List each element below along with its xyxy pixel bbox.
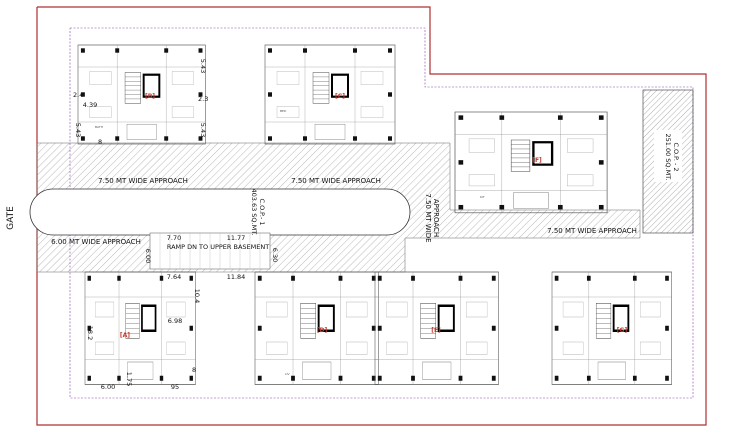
dim-b-439: 4.39 (83, 101, 97, 109)
central-island (29, 188, 411, 236)
setback-line (69, 27, 694, 399)
block-label-e: [E] (431, 327, 441, 334)
dim-b-543: 5.43 (74, 123, 82, 137)
dim-a-104: 10.4 (193, 289, 201, 303)
block-f (453, 110, 609, 214)
dim-a-600: 6.00 (101, 383, 115, 391)
dim-ramp-1184: 11.84 (227, 273, 246, 281)
approach-label-vertical-1: 7.50 MT WIDE (424, 193, 432, 242)
block-label-c: [C] (335, 93, 345, 100)
dim-a-8: 8 (192, 366, 196, 374)
ramp-steps (159, 233, 261, 269)
dim-a-95: 95 (171, 383, 179, 391)
site-boundary (36, 6, 707, 426)
cop-2-area: 251.00 SQ.MT. (664, 134, 672, 181)
block-label-d: [D] (317, 327, 328, 334)
block-b (76, 43, 207, 146)
approach-label-top-mid: 7.50 MT WIDE APPROACH (291, 177, 381, 185)
dim-a-175: 1.75 (125, 372, 133, 386)
cop-2-label-box (654, 130, 682, 182)
cop-1-title: C.O.P.- 1 (258, 198, 266, 225)
cop-1-area: 403.63 SQ.MT. (250, 189, 258, 236)
room-label: BED (280, 109, 287, 113)
dim-ramp-770: 7.70 (167, 234, 181, 242)
approach-label-vertical-2: APPROACH (432, 199, 440, 237)
dim-b-543: 5.43 (199, 59, 207, 73)
block-a (83, 270, 197, 386)
dim-ramp-600: 6.00 (144, 249, 152, 263)
room-label: KIT (480, 195, 485, 199)
dim-ramp-630: 6.30 (271, 248, 279, 262)
cop-2-title: C.O.P. - 2 (672, 142, 680, 171)
room-label: LIV (285, 372, 291, 376)
dim-b-543: 5.43 (199, 123, 207, 137)
dim-b-24: 2.4 (73, 91, 83, 99)
dim-a-182: 18.2 (86, 326, 94, 340)
approach-label-top-left: 7.50 MT WIDE APPROACH (98, 177, 188, 185)
gate-label: GATE (6, 206, 16, 230)
block-g (550, 270, 673, 386)
block-label-f: [F] (532, 157, 542, 164)
dim-a-698: 6.98 (168, 317, 182, 325)
approach-label-right: 7.50 MT WIDE APPROACH (547, 227, 637, 235)
block-c (263, 43, 397, 146)
dim-ramp-1177: 11.77 (227, 234, 246, 242)
room-label: BATH (95, 125, 103, 129)
block-label-b: [B] (145, 93, 155, 100)
block-label-g: [G] (617, 327, 628, 334)
dim-ramp-764: 7.64 (167, 273, 181, 281)
ramp-label: RAMP DN TO UPPER BASEMENT (167, 243, 269, 251)
approach-label-left: 6.00 MT WIDE APPROACH (51, 238, 141, 246)
dim-b-8: 8 (98, 138, 102, 146)
dim-b-23: 2.3 (198, 95, 208, 103)
block-label-a: [A] (120, 332, 130, 339)
